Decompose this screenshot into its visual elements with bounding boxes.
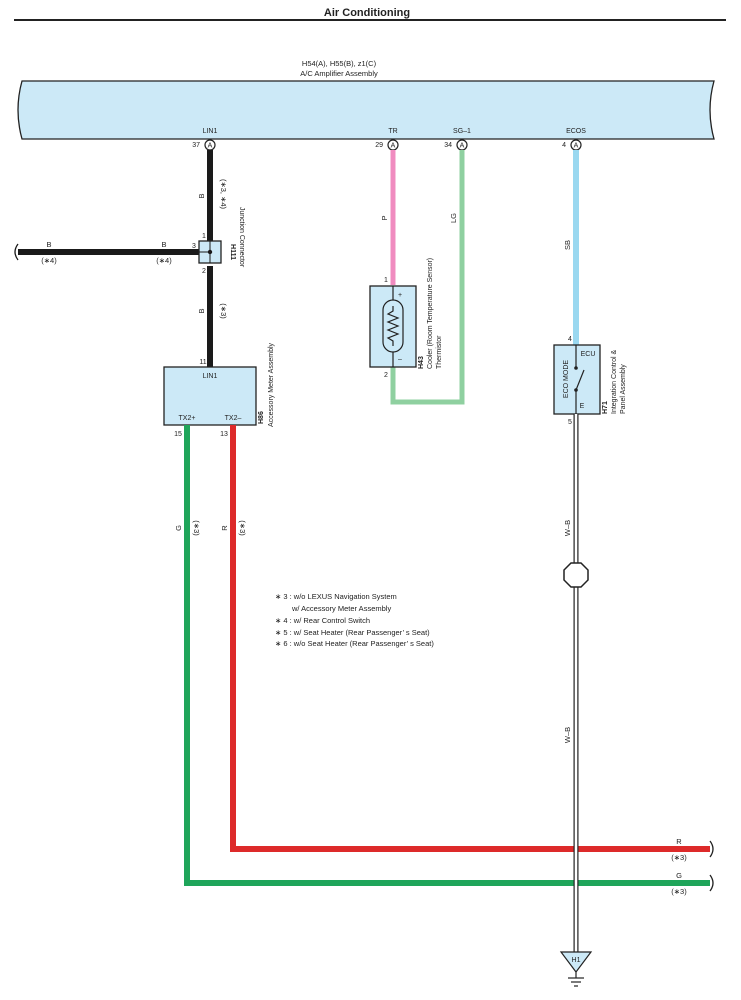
amplifier-connectors: H54(A), H55(B), z1(C): [302, 59, 377, 68]
note-6: ∗ 6 : w/o Seat Heater (Rear Passenger’ s…: [275, 639, 434, 648]
switch-contact-bottom: [574, 388, 578, 392]
wire-label-lin1-color: B: [197, 193, 206, 198]
meter-pin-top: 11: [199, 359, 206, 366]
cooler-code: H43: [418, 356, 425, 369]
wire-label-sg1-color: LG: [449, 213, 458, 223]
meter-box: [163, 366, 257, 426]
amp-pin-number-ecos: 4: [562, 142, 566, 149]
amp-pin-label-tr: TR: [388, 128, 397, 135]
wire-label-right-r-color: R: [676, 837, 682, 846]
wire-label-tx2p-color: G: [174, 525, 183, 531]
meter-pin-right: 13: [220, 431, 228, 438]
meter-label-tx2m: TX2–: [225, 415, 242, 422]
cooler-pin-top: 1: [384, 277, 388, 284]
panel-e: E: [580, 403, 585, 410]
wire-break-right-red: [709, 840, 714, 858]
switch-icon: [575, 369, 585, 391]
cooler-name-line2: Thermistor: [436, 335, 443, 369]
cooler-minus: –: [398, 356, 402, 363]
panel-name-line1: Integration Control &: [611, 349, 618, 414]
cooler-name-line1: Cooler (Room Temperature Sensor): [427, 258, 434, 369]
wire-label-branch-cond-left: (∗4): [41, 256, 57, 265]
amp-pin-connector-lin1: A: [208, 143, 213, 150]
wire-label-right-g-color: G: [676, 871, 682, 880]
amp-pin-connector-tr: A: [391, 143, 396, 150]
panel-code: H71: [602, 401, 609, 414]
page-title: Air Conditioning: [324, 7, 410, 19]
amplifier-name: A/C Amplifier Assembly: [300, 69, 378, 78]
junction-name: Junction Connector: [238, 207, 245, 268]
switch-contact-top: [574, 366, 578, 370]
note-3a: ∗ 3 : w/o LEXUS Navigation System: [275, 592, 397, 601]
meter-name: Accessory Meter Assembly: [268, 342, 275, 427]
junction-pin-left: 3: [192, 243, 196, 250]
wire-label-gnd-color-2: W–B: [563, 727, 572, 743]
wire-sg1-lightgreen: [390, 150, 465, 405]
panel-ecu: ECU: [581, 351, 596, 358]
wire-tx2-minus-red: [230, 425, 710, 852]
wire-label-tx2m-color: R: [220, 525, 229, 531]
amp-pin-number-lin1: 37: [192, 142, 200, 149]
note-5: ∗ 5 : w/ Seat Heater (Rear Passenger’ s …: [275, 628, 430, 637]
resistor-icon: [386, 306, 400, 346]
amp-pin-connector-sg1: A: [460, 143, 465, 150]
wire-label-lin1-color-mid: B: [197, 308, 206, 313]
cooler-plus: +: [398, 292, 402, 299]
note-3b: w/ Accessory Meter Assembly: [291, 604, 391, 613]
panel-eco-mode: ECO MODE: [563, 360, 570, 398]
amp-pin-label-sg1: SG–1: [453, 128, 471, 135]
panel-pin-bottom: 5: [568, 419, 572, 426]
amp-pin-number-sg1: 34: [444, 142, 452, 149]
ground-label: H1: [572, 957, 581, 964]
amp-pin-connector-ecos: A: [574, 143, 579, 150]
cooler-pin-bottom: 2: [384, 372, 388, 379]
meter-code: H86: [258, 411, 265, 424]
ground-triangle-icon: [559, 951, 593, 973]
wire-label-ecos-color: SB: [563, 240, 572, 250]
amplifier-box: [17, 80, 715, 140]
panel-name-line2: Panel Assembly: [620, 364, 627, 414]
wire-label-tx2m-cond: (∗3): [238, 520, 247, 536]
wire-label-branch-cond-right: (∗4): [156, 256, 172, 265]
amp-pin-label-lin1: LIN1: [203, 128, 218, 135]
wire-label-branch-color-left: B: [46, 240, 51, 249]
amp-pin-label-ecos: ECOS: [566, 128, 586, 135]
wire-label-tr-color: P: [380, 215, 389, 220]
wire-label-lin1-cond-top: (∗3, ∗4): [219, 179, 228, 210]
wire-label-lin1-cond-mid: (∗3): [219, 303, 228, 319]
junction-pin-bottom: 2: [202, 268, 206, 275]
wire-break-left: [14, 243, 19, 261]
wire-label-right-g-cond: (∗3): [671, 887, 687, 896]
amp-pin-number-tr: 29: [375, 142, 383, 149]
meter-pin-left: 15: [174, 431, 182, 438]
wire-label-branch-color-right: B: [161, 240, 166, 249]
note-4: ∗ 4 : w/ Rear Control Switch: [275, 616, 370, 625]
meter-label-tx2p: TX2+: [179, 415, 196, 422]
wire-label-right-r-cond: (∗3): [671, 853, 687, 862]
wire-label-gnd-color-1: W–B: [563, 520, 572, 536]
splice-octagon-icon: [563, 562, 589, 588]
wire-break-right-green: [709, 874, 714, 892]
meter-label-lin1: LIN1: [203, 373, 218, 380]
panel-pin-top: 4: [568, 336, 572, 343]
junction-code: H111: [229, 244, 236, 260]
junction-pin-top: 1: [202, 233, 206, 240]
wire-tx2-plus-green: [184, 425, 710, 886]
wire-label-tx2p-cond: (∗3): [192, 520, 201, 536]
